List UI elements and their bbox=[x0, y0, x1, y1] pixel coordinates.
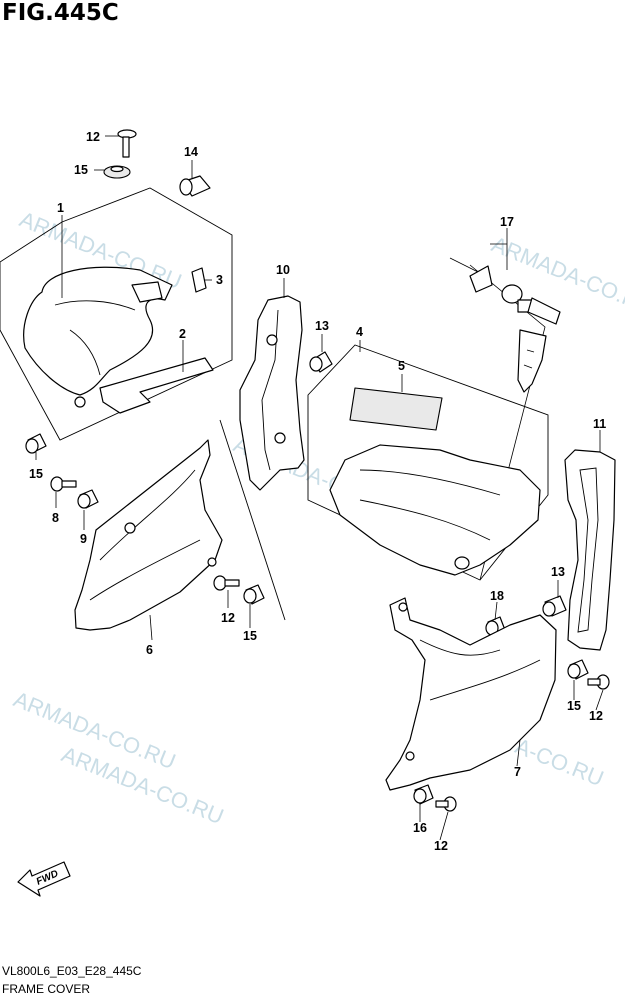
callout-8: 8 bbox=[52, 511, 59, 525]
part-17-lock-set bbox=[469, 265, 561, 393]
watermark: ARMADA-CO.RU bbox=[488, 231, 625, 319]
callout-12: 12 bbox=[86, 130, 100, 144]
part-11-side-panel bbox=[564, 449, 616, 651]
fwd-arrow-icon: FWD bbox=[17, 861, 71, 897]
callout-14: 14 bbox=[184, 145, 198, 159]
callout-1: 1 bbox=[57, 201, 64, 215]
part-15-grommet-mid bbox=[243, 584, 265, 605]
part-1-frame-cover bbox=[23, 266, 173, 408]
part-9-collar bbox=[77, 489, 99, 509]
callout-3: 3 bbox=[216, 273, 223, 287]
part-12-bolt-right bbox=[587, 674, 610, 690]
part-12-bolt-top bbox=[117, 129, 137, 158]
figure-name: FRAME COVER bbox=[2, 982, 91, 996]
guide-line bbox=[219, 419, 286, 621]
callout-12: 12 bbox=[434, 839, 448, 853]
assembly-outline-4 bbox=[307, 344, 549, 581]
part-13-grommet-right bbox=[542, 595, 567, 617]
figure-title: FIG.445C bbox=[2, 0, 119, 26]
part-15-grommet-top bbox=[103, 165, 131, 179]
callout-18: 18 bbox=[490, 589, 504, 603]
callout-2: 2 bbox=[179, 327, 186, 341]
part-3-collar bbox=[191, 267, 207, 293]
part-5-label bbox=[349, 387, 443, 431]
callout-13: 13 bbox=[551, 565, 565, 579]
part-2-bracket bbox=[99, 357, 214, 414]
callout-7: 7 bbox=[514, 765, 521, 779]
callout-6: 6 bbox=[146, 643, 153, 657]
part-13-grommet-upper bbox=[309, 351, 333, 373]
callout-11: 11 bbox=[593, 417, 606, 431]
part-6-lower-cover bbox=[74, 439, 223, 631]
part-15-grommet-right bbox=[567, 659, 589, 680]
callout-5: 5 bbox=[398, 359, 405, 373]
part-15-grommet-left bbox=[25, 433, 47, 454]
callout-17: 17 bbox=[500, 215, 514, 229]
part-7-lower-cover bbox=[385, 597, 557, 791]
callout-13: 13 bbox=[315, 319, 329, 333]
leader-lines bbox=[35, 135, 604, 841]
callout-9: 9 bbox=[80, 532, 87, 546]
part-12-bolt-bottom bbox=[435, 796, 457, 812]
callout-12: 12 bbox=[221, 611, 235, 625]
callout-labels: 12 15 1 14 3 2 15 8 9 6 12 15 10 13 4 5 … bbox=[29, 130, 606, 853]
callout-15: 15 bbox=[567, 699, 581, 713]
callout-15: 15 bbox=[29, 467, 43, 481]
part-10-side-bracket bbox=[239, 295, 305, 491]
callout-16: 16 bbox=[413, 821, 427, 835]
callout-15: 15 bbox=[243, 629, 257, 643]
callout-12: 12 bbox=[589, 709, 603, 723]
figure-code: VL800L6_E03_E28_445C bbox=[2, 964, 142, 978]
callout-10: 10 bbox=[276, 263, 290, 277]
callout-4: 4 bbox=[356, 325, 363, 339]
part-8-screw bbox=[50, 476, 77, 492]
part-12-bolt-mid bbox=[213, 575, 240, 591]
part-16-grommet bbox=[413, 784, 434, 805]
part-14-cushion bbox=[179, 175, 211, 197]
callout-15: 15 bbox=[74, 163, 88, 177]
part-4-toolbox-cover bbox=[329, 444, 541, 576]
